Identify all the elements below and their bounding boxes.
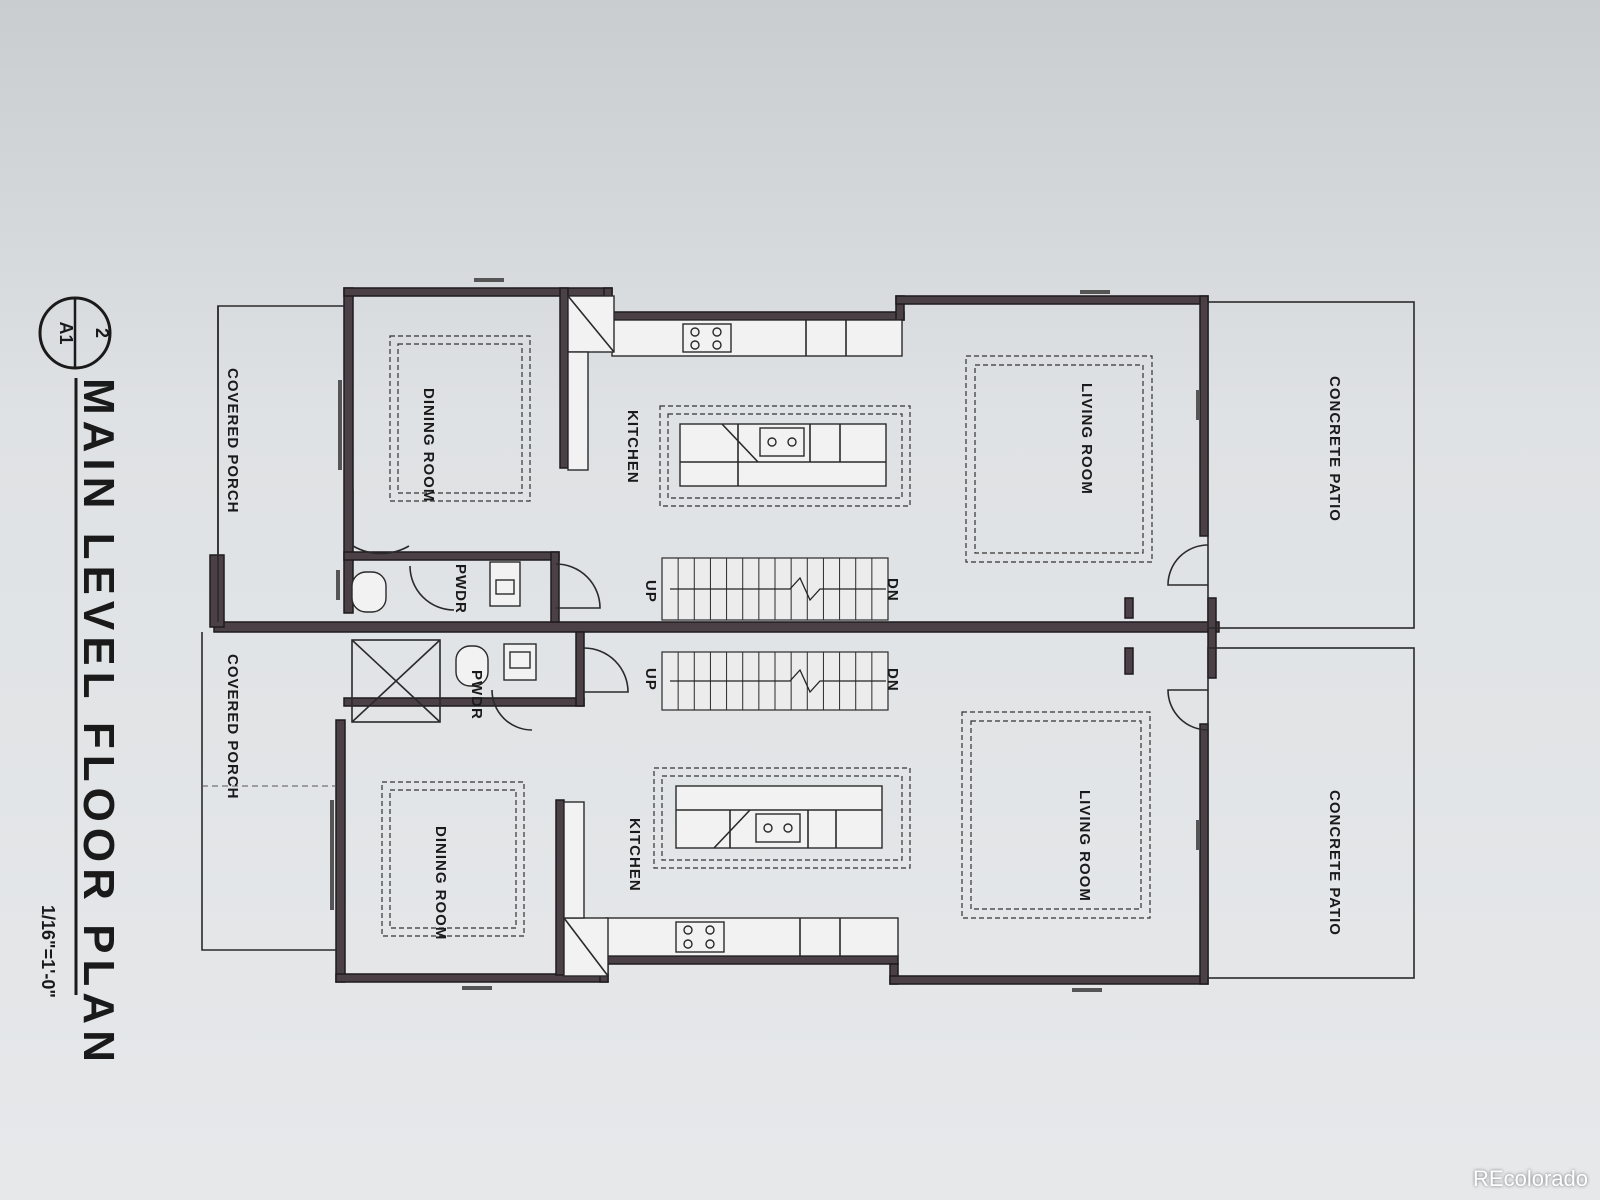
- recolorado-watermark: REcolorado: [1473, 1166, 1588, 1191]
- label-stair-up-upper: UP: [642, 580, 659, 603]
- label-powder-upper: PWDR: [452, 564, 469, 614]
- detail-number: 2: [92, 328, 112, 338]
- label-stair-up-lower: UP: [642, 668, 659, 691]
- unit-upper: [351, 295, 1209, 621]
- label-covered-porch-upper: COVERED PORCH: [224, 368, 241, 514]
- labels-lower: COVERED PORCH DINING ROOM KITCHEN LIVING…: [224, 654, 1343, 940]
- sheet-ref: A1: [56, 321, 76, 344]
- plan-title: MAIN LEVEL FLOOR PLAN: [74, 378, 123, 1068]
- label-concrete-patio-lower: CONCRETE PATIO: [1326, 790, 1343, 936]
- patio-outlines: [1207, 301, 1415, 979]
- label-dining-room-upper: DINING ROOM: [420, 388, 437, 502]
- porch-outlines: [201, 305, 344, 951]
- unit-lower: [351, 639, 1209, 977]
- label-kitchen-lower: KITCHEN: [626, 818, 643, 892]
- label-living-room-lower: LIVING ROOM: [1076, 790, 1093, 902]
- label-powder-lower: PWDR: [468, 670, 485, 720]
- label-concrete-patio-upper: CONCRETE PATIO: [1326, 376, 1343, 522]
- label-kitchen-upper: KITCHEN: [624, 410, 641, 484]
- label-stair-down-lower: DN: [884, 668, 901, 692]
- labels-upper: COVERED PORCH DINING ROOM KITCHEN LIVING…: [224, 368, 1343, 614]
- label-covered-porch-lower: COVERED PORCH: [224, 654, 241, 800]
- walls: [209, 287, 1220, 985]
- label-dining-room-lower: DINING ROOM: [432, 826, 449, 940]
- plan-scale: 1/16"=1'-0": [38, 905, 58, 998]
- window-tags: [330, 278, 1200, 992]
- title-block: 2 A1 MAIN LEVEL FLOOR PLAN 1/16"=1'-0": [38, 296, 123, 1068]
- label-living-room-upper: LIVING ROOM: [1078, 383, 1095, 495]
- label-stair-down-upper: DN: [884, 578, 901, 602]
